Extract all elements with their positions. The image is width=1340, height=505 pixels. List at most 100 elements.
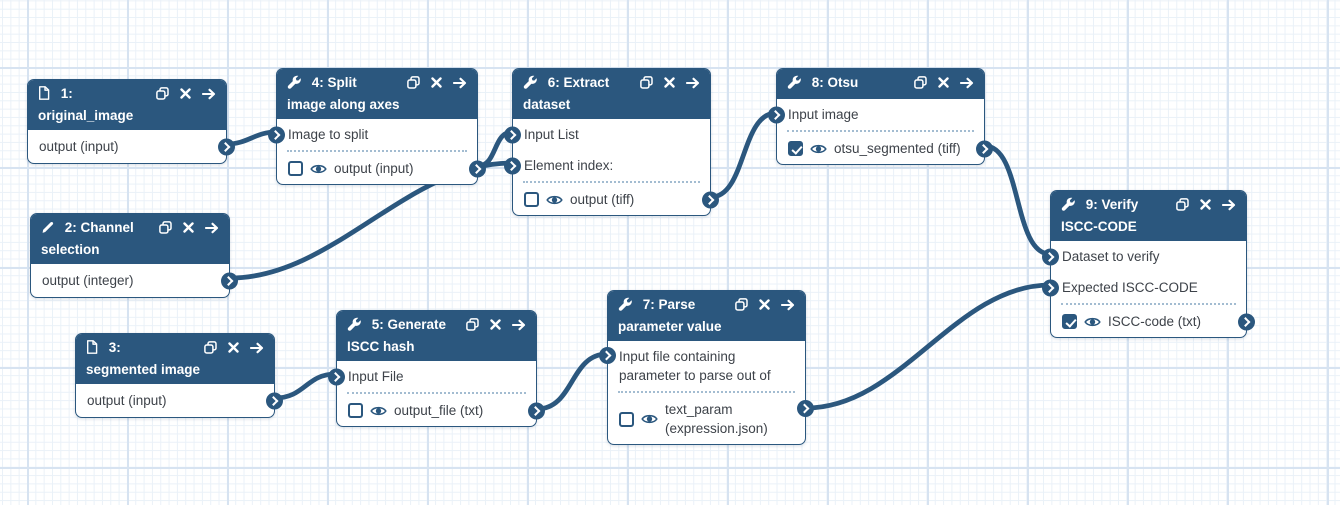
workflow-node-verify-iscc-code[interactable]: 9: Verify ISCC-CODE Dataset to verify Ex…: [1042, 190, 1255, 338]
copy-icon[interactable]: [204, 341, 217, 354]
workflow-node-channel-selection[interactable]: 2: Channel selection output (integer): [30, 213, 238, 298]
eye-icon[interactable]: [810, 143, 827, 155]
input-row: Dataset to verify: [1042, 241, 1246, 272]
output-connector[interactable]: [218, 138, 235, 155]
workflow-node-otsu[interactable]: 8: Otsu Input image otsu_segmented (tiff…: [768, 68, 993, 165]
output-visibility-checkbox[interactable]: [619, 411, 634, 427]
output-label: text_param (expression.json): [665, 402, 768, 436]
copy-icon[interactable]: [735, 298, 748, 311]
input-connector[interactable]: [504, 157, 521, 174]
x-icon[interactable]: [228, 342, 239, 353]
output-connector[interactable]: [266, 392, 283, 409]
arrow-right-icon[interactable]: [960, 77, 974, 89]
workflow-node-segmented-image[interactable]: 3: segmented image output (input): [75, 333, 283, 418]
input-connector[interactable]: [1042, 248, 1059, 265]
eye-icon[interactable]: [370, 405, 387, 417]
copy-icon[interactable]: [1176, 198, 1189, 211]
x-icon[interactable]: [664, 77, 675, 88]
arrow-right-icon[interactable]: [686, 77, 700, 89]
eye-icon[interactable]: [546, 194, 563, 206]
input-connector[interactable]: [768, 106, 785, 123]
arrow-right-icon[interactable]: [205, 222, 219, 234]
copy-icon[interactable]: [159, 221, 172, 234]
output-connector[interactable]: [702, 191, 719, 208]
input-connector[interactable]: [328, 368, 345, 385]
output-visibility-checkbox[interactable]: [524, 192, 539, 207]
x-icon[interactable]: [1200, 199, 1211, 210]
copy-icon[interactable]: [156, 87, 169, 100]
workflow-node-split-image[interactable]: 4: Split image along axes Image to split…: [268, 68, 486, 185]
workflow-node-parse-parameter[interactable]: 7: Parse parameter value Input file cont…: [599, 290, 814, 445]
node-header[interactable]: 4: Split image along axes: [277, 69, 477, 119]
output-visibility-checkbox[interactable]: [1062, 314, 1077, 329]
divider: [1061, 303, 1236, 305]
node-header[interactable]: 8: Otsu: [777, 69, 984, 99]
connection-edge[interactable]: [534, 351, 610, 412]
copy-icon[interactable]: [407, 76, 420, 89]
workflow-node-extract-dataset[interactable]: 6: Extract dataset Input List Element in…: [504, 68, 719, 216]
output-visibility-checkbox[interactable]: [348, 403, 363, 418]
arrow-right-icon[interactable]: [250, 342, 264, 354]
output-label: output_file (txt): [394, 403, 484, 418]
eye-icon[interactable]: [1084, 316, 1101, 328]
output-row: output_file (txt): [337, 395, 545, 426]
arrow-right-icon[interactable]: [202, 88, 216, 100]
eye-icon[interactable]: [641, 413, 658, 425]
arrow-right-icon[interactable]: [1222, 199, 1236, 211]
connection-edge[interactable]: [272, 371, 339, 401]
input-connector[interactable]: [504, 126, 521, 143]
input-row: Input file containing parameter to parse…: [599, 341, 805, 391]
x-icon[interactable]: [938, 77, 949, 88]
input-connector[interactable]: [1042, 279, 1059, 296]
output-row: output (input): [76, 384, 283, 417]
node-title: 2: Channel: [64, 220, 134, 235]
copy-icon[interactable]: [914, 76, 927, 89]
input-row: Input File: [328, 361, 536, 392]
copy-icon[interactable]: [640, 76, 653, 89]
node-header[interactable]: 3: segmented image: [76, 334, 274, 384]
connection-edge[interactable]: [982, 143, 1053, 257]
input-connector[interactable]: [599, 347, 616, 364]
x-icon[interactable]: [431, 77, 442, 88]
x-icon[interactable]: [490, 319, 501, 330]
output-visibility-checkbox[interactable]: [288, 161, 303, 176]
output-connector[interactable]: [1238, 313, 1255, 330]
node-header[interactable]: 1: original_image: [28, 80, 226, 130]
x-icon[interactable]: [180, 88, 191, 99]
output-connector[interactable]: [221, 272, 238, 289]
node-header[interactable]: 9: Verify ISCC-CODE: [1051, 191, 1246, 241]
node-header[interactable]: 2: Channel selection: [31, 214, 229, 264]
node-header[interactable]: 6: Extract dataset: [513, 69, 710, 119]
output-connector[interactable]: [797, 400, 814, 417]
node-header[interactable]: 5: Generate ISCC hash: [337, 311, 536, 361]
node-title-line2: selection: [41, 242, 100, 257]
arrow-right-icon[interactable]: [453, 77, 467, 89]
output-visibility-checkbox[interactable]: [788, 141, 803, 156]
file-icon: [38, 86, 50, 106]
workflow-node-generate-iscc-hash[interactable]: 5: Generate ISCC hash Input File output_…: [328, 310, 545, 427]
output-connector[interactable]: [528, 402, 545, 419]
x-icon[interactable]: [183, 222, 194, 233]
wrench-icon: [1061, 197, 1075, 217]
copy-icon[interactable]: [466, 318, 479, 331]
output-connector[interactable]: [976, 140, 993, 157]
input-row: Element index:: [504, 150, 710, 181]
connection-edge[interactable]: [803, 282, 1053, 411]
node-title: 5: Generate: [371, 317, 447, 332]
node-header[interactable]: 7: Parse parameter value: [608, 291, 805, 341]
arrow-right-icon[interactable]: [512, 319, 526, 331]
eye-icon[interactable]: [310, 163, 327, 175]
x-icon[interactable]: [759, 299, 770, 310]
connection-edge[interactable]: [708, 110, 779, 200]
input-connector[interactable]: [268, 126, 285, 143]
node-title-line2: original_image: [38, 108, 134, 123]
workflow-node-original-image[interactable]: 1: original_image output (input): [27, 79, 235, 164]
output-row: output (input): [277, 153, 486, 184]
divider: [523, 181, 700, 183]
input-row: Expected ISCC-CODE: [1042, 272, 1246, 303]
arrow-right-icon[interactable]: [781, 299, 795, 311]
pencil-icon: [41, 220, 54, 240]
input-label: Input List: [524, 127, 579, 142]
output-connector[interactable]: [469, 160, 486, 177]
